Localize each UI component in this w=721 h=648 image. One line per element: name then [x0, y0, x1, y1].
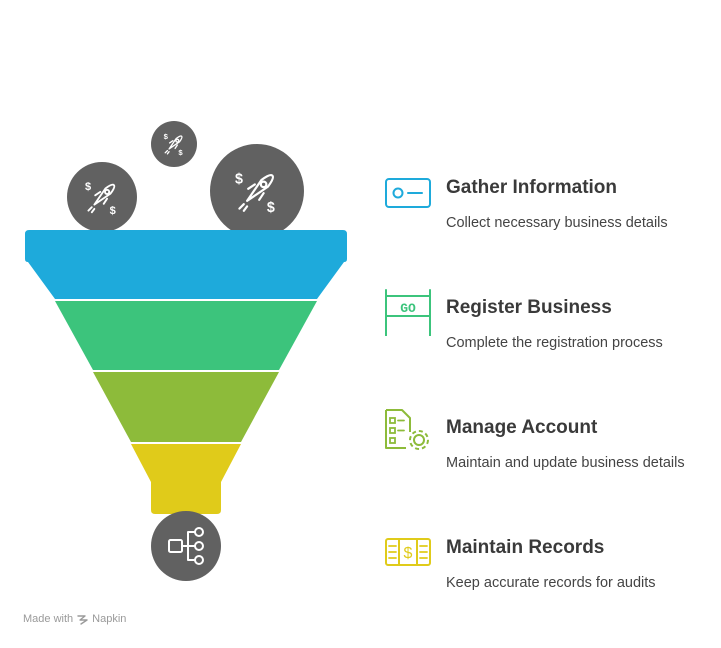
credit-prefix: Made with	[23, 613, 74, 625]
funnel-stage-2	[55, 301, 317, 370]
bubble-medium: $ $	[67, 162, 137, 232]
step-title: Manage Account	[446, 417, 598, 438]
svg-text:$: $	[178, 148, 183, 157]
step-description: Keep accurate records for audits	[446, 575, 656, 591]
funnel-stage-4	[131, 444, 241, 514]
go-sign-text: GO	[400, 301, 416, 316]
checklist-gear-icon	[385, 409, 429, 450]
svg-text:$: $	[267, 200, 275, 216]
svg-text:$: $	[235, 171, 243, 187]
step-title: Gather Information	[446, 177, 618, 198]
step-title: Maintain Records	[446, 537, 605, 558]
bubble-large: $ $	[210, 144, 304, 238]
svg-text:$: $	[110, 205, 116, 217]
svg-text:$: $	[404, 545, 413, 562]
workflow-branch-icon	[168, 527, 204, 565]
bubble-small: $ $	[151, 121, 197, 167]
funnel-stage-3	[93, 372, 279, 442]
rocket-money-icon: $ $	[85, 181, 116, 217]
output-bubble	[151, 511, 221, 581]
step-description: Collect necessary business details	[446, 215, 668, 231]
svg-text:$: $	[164, 132, 169, 141]
step-description: Complete the registration process	[446, 335, 663, 351]
step-title: Register Business	[446, 297, 612, 318]
rocket-money-icon: $ $	[235, 171, 275, 216]
go-sign-icon: GO	[385, 289, 431, 336]
ledger-dollar-icon: $	[385, 538, 431, 566]
credit-brand: Napkin	[92, 613, 127, 625]
made-with-credit: Made with Napkin	[23, 613, 126, 625]
napkin-logo-icon	[77, 614, 88, 625]
step-description: Maintain and update business details	[446, 455, 685, 471]
rocket-money-icon: $ $	[164, 132, 184, 157]
svg-text:$: $	[85, 181, 91, 193]
id-card-icon	[385, 178, 431, 208]
funnel-stage-1	[25, 230, 347, 299]
